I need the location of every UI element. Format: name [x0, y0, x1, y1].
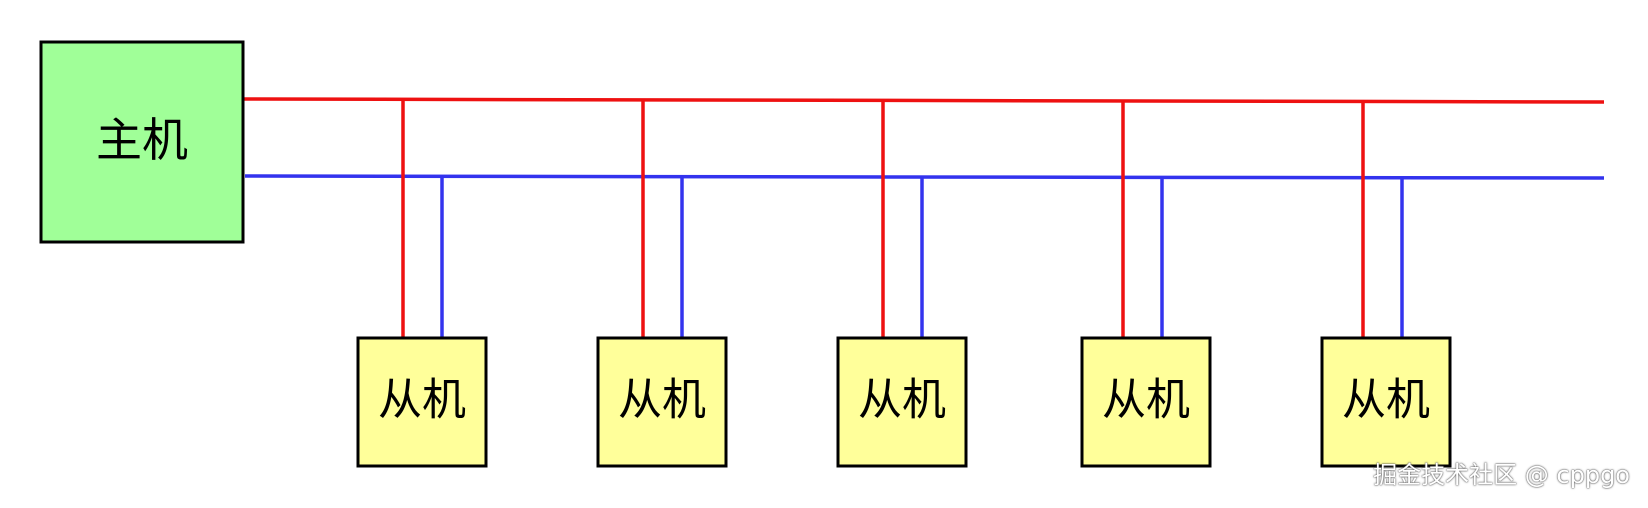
slave-node: 从机	[356, 99, 488, 468]
slave-label: 从机	[858, 375, 946, 426]
bus-line-blue	[244, 174, 1605, 180]
slave-node: 从机	[1080, 100, 1212, 468]
slave-box	[356, 336, 488, 468]
slave-box	[1080, 336, 1212, 468]
slave-box	[596, 336, 728, 468]
watermark-text: 掘金技术社区 @ cppgo	[1373, 461, 1630, 489]
slave-box	[836, 336, 968, 468]
master-node: 主机	[39, 40, 245, 244]
slave-label: 从机	[618, 375, 706, 426]
master-label: 主机	[96, 113, 188, 167]
slave-nodes: 从机 从机 从机 从机 从机	[356, 99, 1452, 468]
slave-label: 从机	[378, 375, 466, 426]
slave-box	[1320, 336, 1452, 468]
slave-node: 从机	[596, 99, 728, 468]
slave-label: 从机	[1342, 375, 1430, 426]
slave-node: 从机	[1320, 101, 1452, 468]
bus-line-red	[242, 97, 1605, 104]
slave-label: 从机	[1102, 375, 1190, 426]
master-box	[39, 40, 245, 244]
slave-node: 从机	[836, 100, 968, 468]
